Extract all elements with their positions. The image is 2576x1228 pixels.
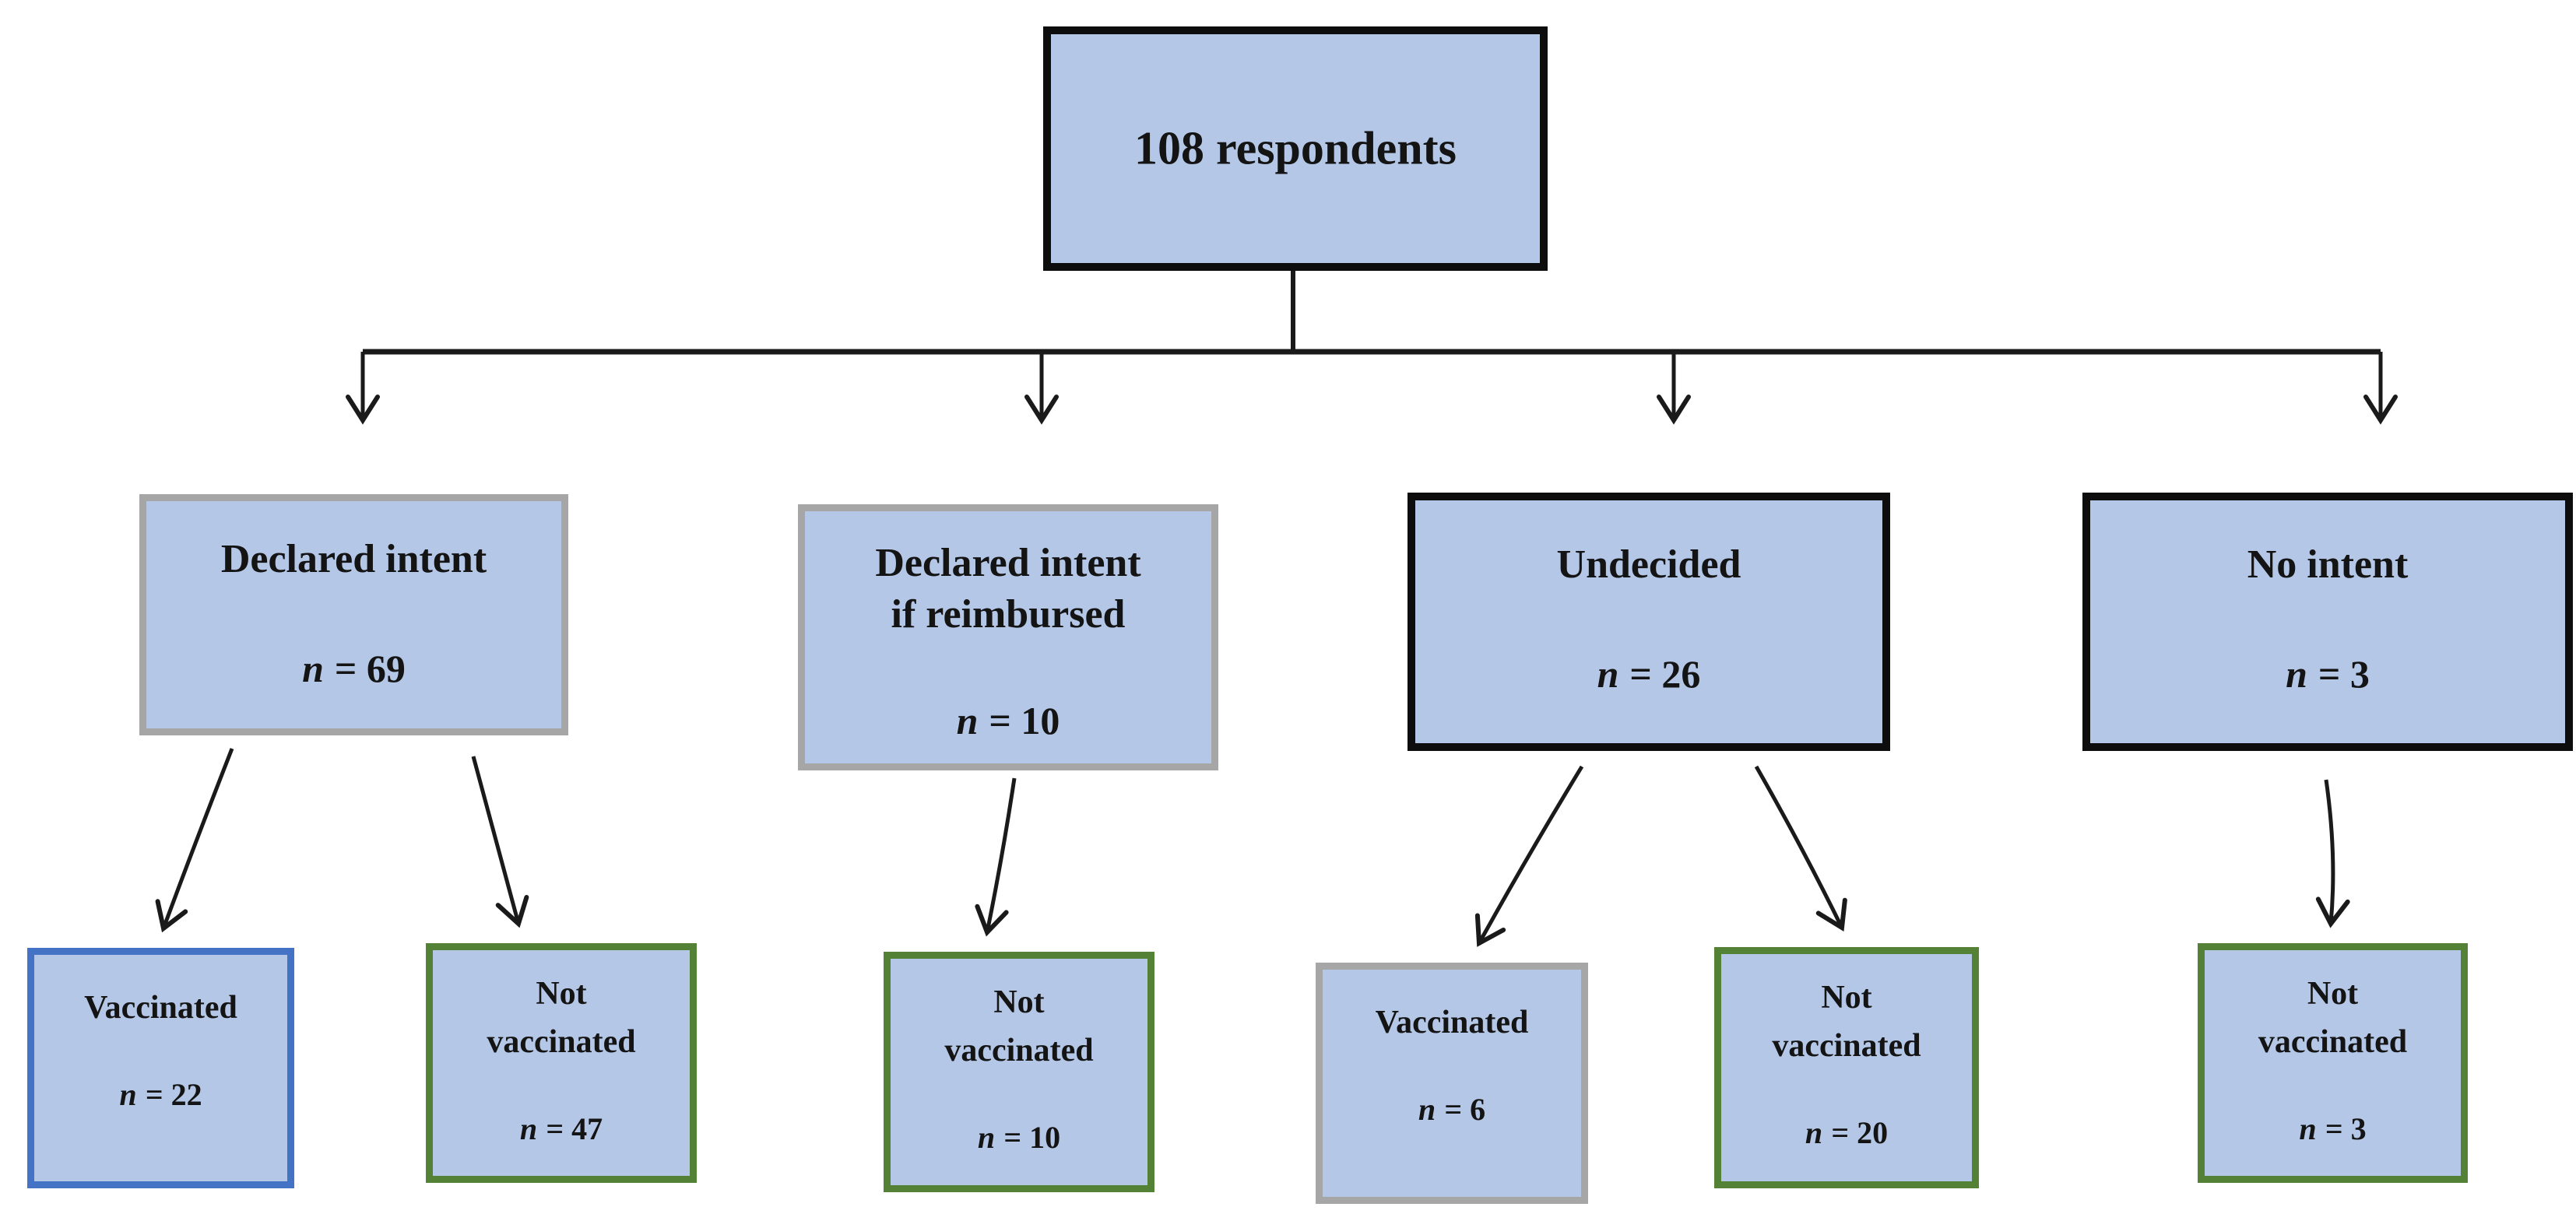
n-value: = 3 xyxy=(2318,652,2370,696)
node-reimbursed-not-vaccinated: Not vaccinated n= 10 xyxy=(884,952,1154,1192)
node-declared-not-vaccinated: Not vaccinated n= 47 xyxy=(426,943,697,1183)
n-value: = 10 xyxy=(989,699,1060,742)
node-declared-intent-count: n= 69 xyxy=(146,644,561,693)
node-total-respondents-title: 108 respondents xyxy=(1134,122,1457,174)
node-undecided-vaccinated-title: Vaccinated xyxy=(1375,1005,1529,1040)
node-undecided: Undecided n= 26 xyxy=(1407,493,1890,751)
node-no-intent-not-vaccinated-title-line1: Not xyxy=(2307,976,2359,1012)
node-reimbursed-title-line1: Declared intent xyxy=(875,541,1141,585)
n-symbol: n xyxy=(2286,652,2307,696)
n-value: = 10 xyxy=(1003,1120,1061,1155)
node-declared-intent: Declared intent n= 69 xyxy=(139,494,568,735)
arrow-undecided-to-vaccinated xyxy=(1474,765,1584,947)
node-no-intent-title: No intent xyxy=(2247,542,2409,587)
arrow-reimbursed-to-not-vaccinated xyxy=(975,777,1017,937)
n-symbol: n xyxy=(1418,1092,1436,1127)
node-undecided-vaccinated: Vaccinated n= 6 xyxy=(1316,963,1588,1204)
n-value: = 22 xyxy=(145,1077,202,1112)
node-reimbursed-title-line2: if reimbursed xyxy=(891,592,1126,637)
node-undecided-not-vaccinated: Not vaccinated n= 20 xyxy=(1714,947,1979,1188)
node-undecided-vaccinated-count: n= 6 xyxy=(1323,1090,1581,1129)
n-symbol: n xyxy=(2299,1111,2317,1146)
node-no-intent-not-vaccinated-title-line2: vaccinated xyxy=(2258,1024,2408,1060)
node-reimbursed-count: n= 10 xyxy=(805,696,1211,746)
n-value: = 47 xyxy=(546,1111,603,1146)
n-value: = 26 xyxy=(1629,652,1701,696)
node-no-intent-not-vaccinated-count: n= 3 xyxy=(2205,1110,2461,1149)
n-value: = 6 xyxy=(1444,1092,1486,1127)
node-undecided-count: n= 26 xyxy=(1415,650,1882,699)
node-declared-not-vaccinated-title-line2: vaccinated xyxy=(487,1024,636,1060)
node-no-intent: No intent n= 3 xyxy=(2082,493,2573,751)
node-undecided-title: Undecided xyxy=(1556,542,1741,587)
node-declared-vaccinated-count: n= 22 xyxy=(34,1075,287,1114)
node-reimbursed-not-vaccinated-title-line2: vaccinated xyxy=(944,1033,1094,1068)
arrow-declared-intent-to-vaccinated xyxy=(155,748,234,933)
n-value: = 20 xyxy=(1831,1115,1889,1150)
node-reimbursed-not-vaccinated-count: n= 10 xyxy=(891,1118,1147,1157)
n-symbol: n xyxy=(956,699,979,742)
arrow-no-intent-to-not-vaccinated xyxy=(2315,779,2350,928)
n-symbol: n xyxy=(1805,1115,1823,1150)
node-declared-intent-if-reimbursed: Declared intent if reimbursed n= 10 xyxy=(798,504,1218,770)
node-total-respondents: 108 respondents xyxy=(1043,26,1548,271)
n-value: = 69 xyxy=(334,647,406,690)
node-reimbursed-not-vaccinated-title-line1: Not xyxy=(993,984,1045,1020)
n-symbol: n xyxy=(977,1120,996,1155)
node-undecided-not-vaccinated-count: n= 20 xyxy=(1721,1114,1972,1153)
node-declared-intent-title: Declared intent xyxy=(220,537,487,581)
n-symbol: n xyxy=(119,1077,137,1112)
node-declared-not-vaccinated-count: n= 47 xyxy=(433,1110,690,1149)
node-undecided-not-vaccinated-title-line1: Not xyxy=(1821,980,1872,1016)
n-symbol: n xyxy=(302,647,324,690)
node-no-intent-not-vaccinated: Not vaccinated n= 3 xyxy=(2198,943,2468,1183)
node-declared-not-vaccinated-title-line1: Not xyxy=(536,976,587,1012)
node-declared-vaccinated-title: Vaccinated xyxy=(84,990,237,1026)
arrow-declared-intent-to-not-vaccinated xyxy=(471,756,529,928)
n-value: = 3 xyxy=(2325,1111,2367,1146)
node-undecided-not-vaccinated-title-line2: vaccinated xyxy=(1772,1028,1921,1064)
arrow-undecided-to-not-vaccinated xyxy=(1754,765,1847,932)
node-no-intent-count: n= 3 xyxy=(2090,650,2565,699)
node-declared-vaccinated: Vaccinated n= 22 xyxy=(27,948,294,1188)
n-symbol: n xyxy=(1597,652,1619,696)
n-symbol: n xyxy=(519,1111,538,1146)
